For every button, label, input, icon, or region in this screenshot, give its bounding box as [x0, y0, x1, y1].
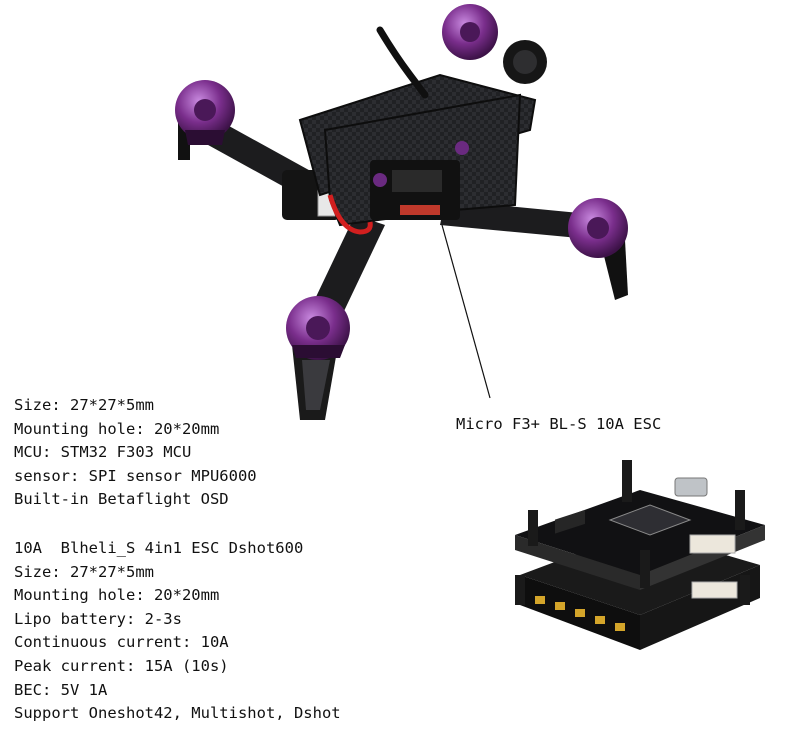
spec-line: BEC: 5V 1A	[14, 680, 108, 699]
spec-line: Support Oneshot42, Multishot, Dshot	[14, 704, 341, 723]
spec-line: Mounting hole: 20*20mm	[14, 586, 220, 605]
battery-wire	[327, 194, 373, 235]
drone-quadcopter	[175, 4, 628, 420]
esc-spec-list: 10A Blheli_S 4in1 ESC Dshot600 Size: 27*…	[14, 537, 341, 726]
flight-controller-spec-list: Size: 27*27*5mm Mounting hole: 20*20mm M…	[14, 394, 257, 512]
motor-front-left	[286, 296, 350, 360]
spec-line: Mounting hole: 20*20mm	[14, 419, 220, 438]
mounting-posts	[515, 460, 750, 605]
motor-rear-left	[175, 80, 235, 145]
white-connector	[689, 534, 736, 554]
spec-line: Continuous current: 10A	[14, 633, 229, 652]
esc-solder-pads	[535, 596, 625, 631]
esc-board-stack	[515, 460, 765, 650]
mcu-chip	[608, 504, 692, 536]
spec-line: MCU: STM32 F303 MCU	[14, 443, 192, 462]
spec-line: Peak current: 15A (10s)	[14, 656, 229, 675]
motor-rear-right	[442, 4, 498, 60]
spec-line: Built-in Betaflight OSD	[14, 490, 229, 509]
spec-line: Size: 27*27*5mm	[14, 562, 154, 581]
spec-line: Lipo battery: 2-3s	[14, 609, 182, 628]
spec-line: 10A Blheli_S 4in1 ESC Dshot600	[14, 539, 304, 557]
spec-line: Size: 27*27*5mm	[14, 396, 154, 414]
motor-front-right	[568, 198, 628, 258]
usb-port	[674, 477, 708, 497]
callout-label: Micro F3+ BL-S 10A ESC	[456, 415, 662, 433]
spec-line: sensor: SPI sensor MPU6000	[14, 466, 257, 485]
fc-upper-board	[515, 490, 765, 575]
callout-leader-line	[441, 224, 491, 399]
antenna	[376, 26, 429, 99]
